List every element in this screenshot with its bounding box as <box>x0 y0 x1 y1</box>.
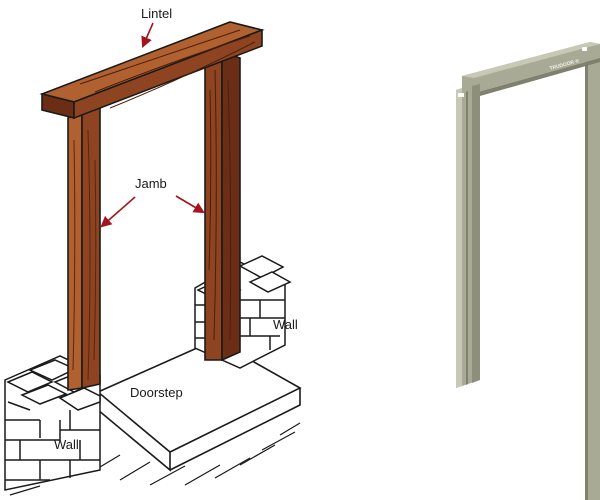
left-jamb <box>67 107 101 391</box>
ground-hatching <box>9 422 301 496</box>
doorstep-label: Doorstep <box>130 385 183 400</box>
wall-right-label: Wall <box>273 317 298 332</box>
right-jamb <box>204 50 241 362</box>
steel-frame-photo: TRUDOOR ® <box>456 42 600 500</box>
frame-corner-notch <box>458 93 464 97</box>
lintel-beam <box>39 21 265 120</box>
label-arrows <box>100 22 205 228</box>
lintel-label: Lintel <box>141 6 172 21</box>
jamb-label: Jamb <box>135 176 167 191</box>
jamb-arrow-left <box>100 196 136 228</box>
steel-frame-right-leg <box>588 47 600 500</box>
lintel-arrow <box>141 22 154 49</box>
wall-left-label: Wall <box>54 437 79 452</box>
left-diagram: Lintel Jamb Wall Doorstep Wall <box>4 6 302 496</box>
steel-frame-head <box>462 42 600 92</box>
frame-corner-notch <box>582 47 587 51</box>
doorstep <box>96 339 302 472</box>
jamb-arrow-right <box>175 195 205 214</box>
